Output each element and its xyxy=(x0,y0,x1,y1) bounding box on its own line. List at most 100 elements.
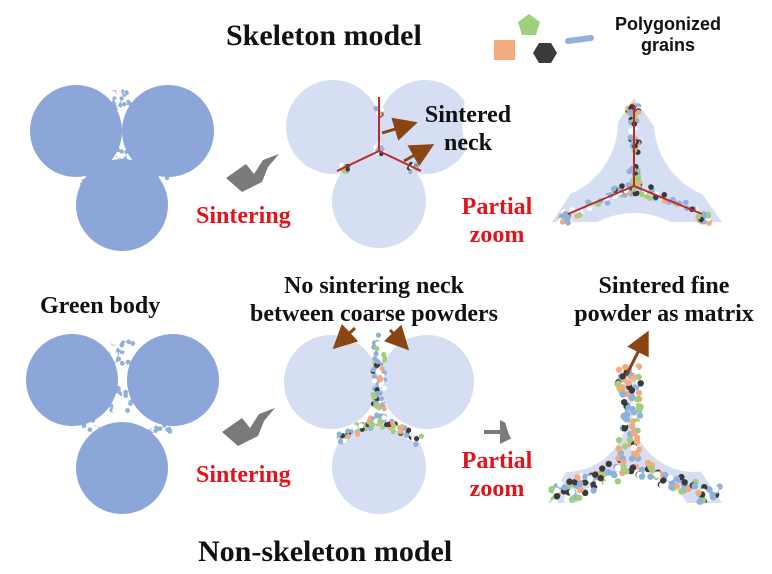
fine-grain xyxy=(695,489,702,497)
sintered-skeleton xyxy=(286,80,472,248)
fine-grain xyxy=(577,486,584,493)
fine-grain xyxy=(399,424,405,430)
fine-grain xyxy=(622,415,629,422)
fine-grain xyxy=(590,487,597,494)
fine-grain xyxy=(342,169,347,174)
fine-matrix-line: powder as matrix xyxy=(574,301,754,327)
fine-grain xyxy=(614,478,621,485)
fine-grain xyxy=(380,424,386,430)
fine-grain xyxy=(373,403,379,409)
fine-grain xyxy=(597,474,604,482)
fine-grain xyxy=(355,431,361,437)
fine-grain xyxy=(370,391,376,397)
partial-zoom-label-bottom: Partial zoom xyxy=(448,447,546,503)
legend-label-line: Polygonized xyxy=(614,14,721,34)
fine-grain xyxy=(615,445,622,452)
fine-grain xyxy=(119,360,125,366)
fine-matrix-label: Sintered fine powder as matrix xyxy=(566,272,762,328)
fine-grain xyxy=(635,174,642,180)
black-grain-icon xyxy=(533,43,557,63)
fine-grain xyxy=(615,366,623,373)
neck-pointer-arrow xyxy=(381,117,418,141)
fine-grain xyxy=(413,441,419,447)
fine-grain xyxy=(390,429,396,435)
fine-grain xyxy=(610,186,617,192)
fine-grain xyxy=(119,96,124,101)
fine-grain xyxy=(695,214,701,220)
fine-grain xyxy=(635,363,643,370)
fine-grain xyxy=(681,479,688,486)
sintering-label-top: Sintering xyxy=(196,203,291,229)
fine-grain xyxy=(647,473,654,480)
sintered-neck-line xyxy=(633,185,703,215)
fine-grain xyxy=(626,436,633,443)
fine-grain xyxy=(634,396,641,403)
fine-grain xyxy=(632,190,638,197)
fine-grain xyxy=(620,459,627,466)
coarse-particle xyxy=(26,334,118,426)
legend-label: Polygonized grains xyxy=(602,14,734,56)
sintered-particle xyxy=(284,335,378,429)
fine-grain xyxy=(631,367,638,374)
fine-grain xyxy=(112,345,117,350)
partial-zoom-line: Partial xyxy=(461,194,533,220)
fine-grain xyxy=(712,486,719,493)
fine-grain xyxy=(150,421,156,427)
fine-grain xyxy=(166,427,172,432)
partial-zoom-line: zoom xyxy=(469,476,525,502)
partial-zoom-label-top: Partial zoom xyxy=(448,193,546,249)
fine-grain xyxy=(561,484,568,491)
fine-grain xyxy=(582,489,589,496)
fine-grain xyxy=(352,424,358,430)
pore-region xyxy=(504,348,628,472)
sintered-non-skeleton xyxy=(284,332,474,514)
fine-grain xyxy=(337,438,344,445)
fine-grain xyxy=(582,479,589,486)
fine-grain xyxy=(381,415,387,421)
fine-grain xyxy=(634,421,641,428)
fine-grain xyxy=(586,475,594,482)
fine-grain xyxy=(621,443,629,450)
fine-grain xyxy=(123,389,129,395)
sintering-label-bottom: Sintering xyxy=(196,462,291,488)
fine-grain xyxy=(683,199,689,206)
fine-grain xyxy=(621,425,628,432)
fine-grain xyxy=(637,380,644,387)
fine-grain xyxy=(627,134,634,141)
coarse-particle xyxy=(127,334,219,426)
fine-grain xyxy=(638,473,646,480)
fine-grain xyxy=(628,455,636,462)
fine-grain xyxy=(384,422,390,428)
green-body-label: Green body xyxy=(40,293,161,319)
fine-grain xyxy=(125,359,131,365)
fine-grain xyxy=(633,383,640,391)
fine-grain xyxy=(82,427,87,432)
no-neck-pointer-arrow xyxy=(332,323,359,350)
no-neck-line: No sintering neck xyxy=(284,273,464,299)
fine-grain xyxy=(111,91,116,96)
orange-grain-icon xyxy=(494,40,515,60)
fine-grain xyxy=(373,351,379,357)
fine-grain xyxy=(568,488,576,496)
fine-grain xyxy=(566,478,573,485)
fine-grain xyxy=(647,195,653,201)
fine-grain xyxy=(374,346,380,352)
fine-grain xyxy=(701,213,708,219)
fine-grain xyxy=(618,406,625,414)
fine-grain xyxy=(696,498,703,505)
fine-grain xyxy=(378,382,384,388)
fine-grain xyxy=(77,178,83,184)
legend xyxy=(494,14,594,63)
fine-grain xyxy=(619,183,625,189)
fine-grain xyxy=(615,380,622,387)
fine-grain xyxy=(373,418,379,424)
fine-grain xyxy=(408,169,413,175)
fine-grain xyxy=(668,484,675,491)
legend-label-line: grains xyxy=(640,35,696,55)
coarse-particle xyxy=(30,85,122,177)
sintered-particle xyxy=(332,154,426,248)
fine-grain xyxy=(345,433,351,439)
partial-zoom-line: zoom xyxy=(469,222,525,248)
fine-grain xyxy=(619,391,627,398)
